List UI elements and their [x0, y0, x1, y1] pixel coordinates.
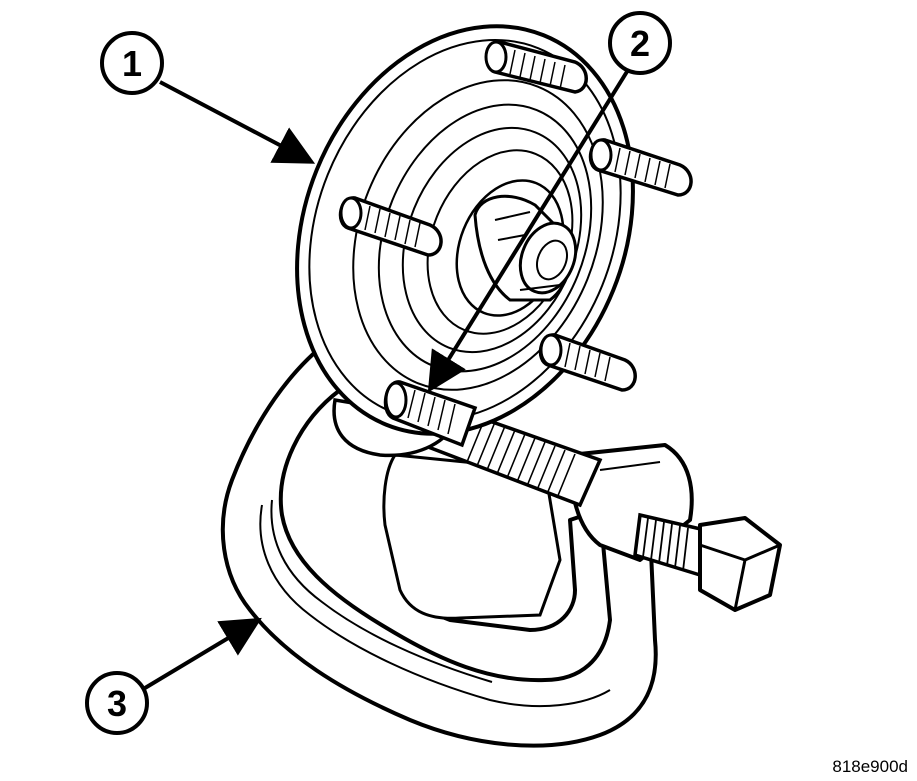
callout-1-arrow — [159, 80, 316, 164]
callout-3-label: 3 — [107, 683, 127, 724]
callout-2-arrow — [427, 68, 630, 393]
callout-2: 2 — [608, 11, 672, 75]
wheel-stud-top — [484, 40, 588, 94]
callout-3: 3 — [85, 671, 149, 735]
wheel-stud-left — [338, 196, 443, 257]
hub-flange — [295, 24, 635, 436]
wheel-stud-right — [588, 138, 693, 197]
clamp-opening — [382, 453, 562, 620]
figure-code: 818e900d — [832, 757, 908, 776]
callout-1: 1 — [100, 31, 164, 95]
callout-3-arrow — [143, 617, 262, 690]
hex-head — [698, 516, 782, 612]
callout-1-label: 1 — [122, 43, 142, 84]
forcing-screw — [633, 512, 707, 578]
wheel-stud-bottom — [383, 380, 478, 448]
wheel-stud-lower — [538, 333, 637, 392]
callout-2-label: 2 — [630, 23, 650, 64]
hub-center — [473, 194, 578, 302]
